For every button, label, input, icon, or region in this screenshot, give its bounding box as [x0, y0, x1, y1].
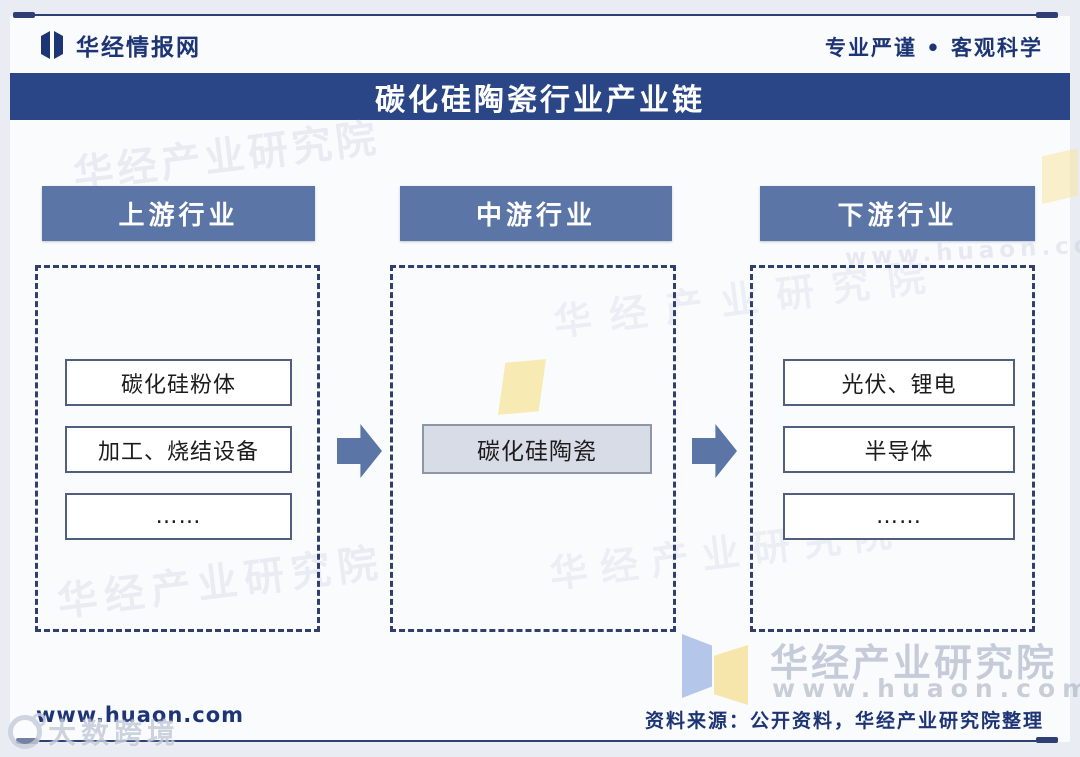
dashukuajing-logo-icon	[8, 713, 46, 749]
tagline: 专业严谨 • 客观科学	[824, 36, 1043, 60]
midstream-header: 中游行业	[400, 186, 672, 241]
downstream-item-semiconductor: 半导体	[783, 426, 1015, 473]
brand-name: 华经情报网	[76, 35, 201, 61]
upstream-header: 上游行业	[42, 186, 315, 241]
footer-website: www.huaon.com	[36, 703, 245, 727]
upstream-item-equipment: 加工、烧结设备	[65, 426, 292, 473]
top-rule-left-cap	[13, 12, 35, 18]
upstream-item-powder: 碳化硅粉体	[65, 359, 292, 406]
top-rule-right-cap	[1036, 12, 1058, 18]
brand-header: 华经情报网	[38, 28, 201, 62]
downstream-dashed-box	[750, 265, 1035, 632]
dashukuajing-watermark: 大数跨境	[8, 712, 180, 752]
footer-source-note: 资料来源：公开资料，华经产业研究院整理	[644, 710, 1044, 732]
page-title: 碳化硅陶瓷行业产业链	[375, 82, 705, 118]
downstream-item-pv-lithium: 光伏、锂电	[783, 359, 1015, 406]
midstream-dashed-box	[390, 265, 676, 632]
upstream-dashed-box	[35, 265, 320, 632]
upstream-item-ellipsis: ……	[65, 493, 292, 540]
bottom-rule-right-cap	[1036, 737, 1058, 743]
dashukuajing-label: 大数跨境	[48, 717, 181, 750]
midstream-item-sic-ceramic: 碳化硅陶瓷	[422, 424, 652, 474]
huajing-book-logo-icon	[41, 31, 63, 59]
downstream-item-ellipsis: ……	[783, 493, 1015, 540]
downstream-header: 下游行业	[760, 186, 1035, 241]
bottom-rule	[26, 740, 1038, 742]
top-rule	[25, 14, 1037, 16]
title-bar: 碳化硅陶瓷行业产业链	[10, 73, 1070, 120]
